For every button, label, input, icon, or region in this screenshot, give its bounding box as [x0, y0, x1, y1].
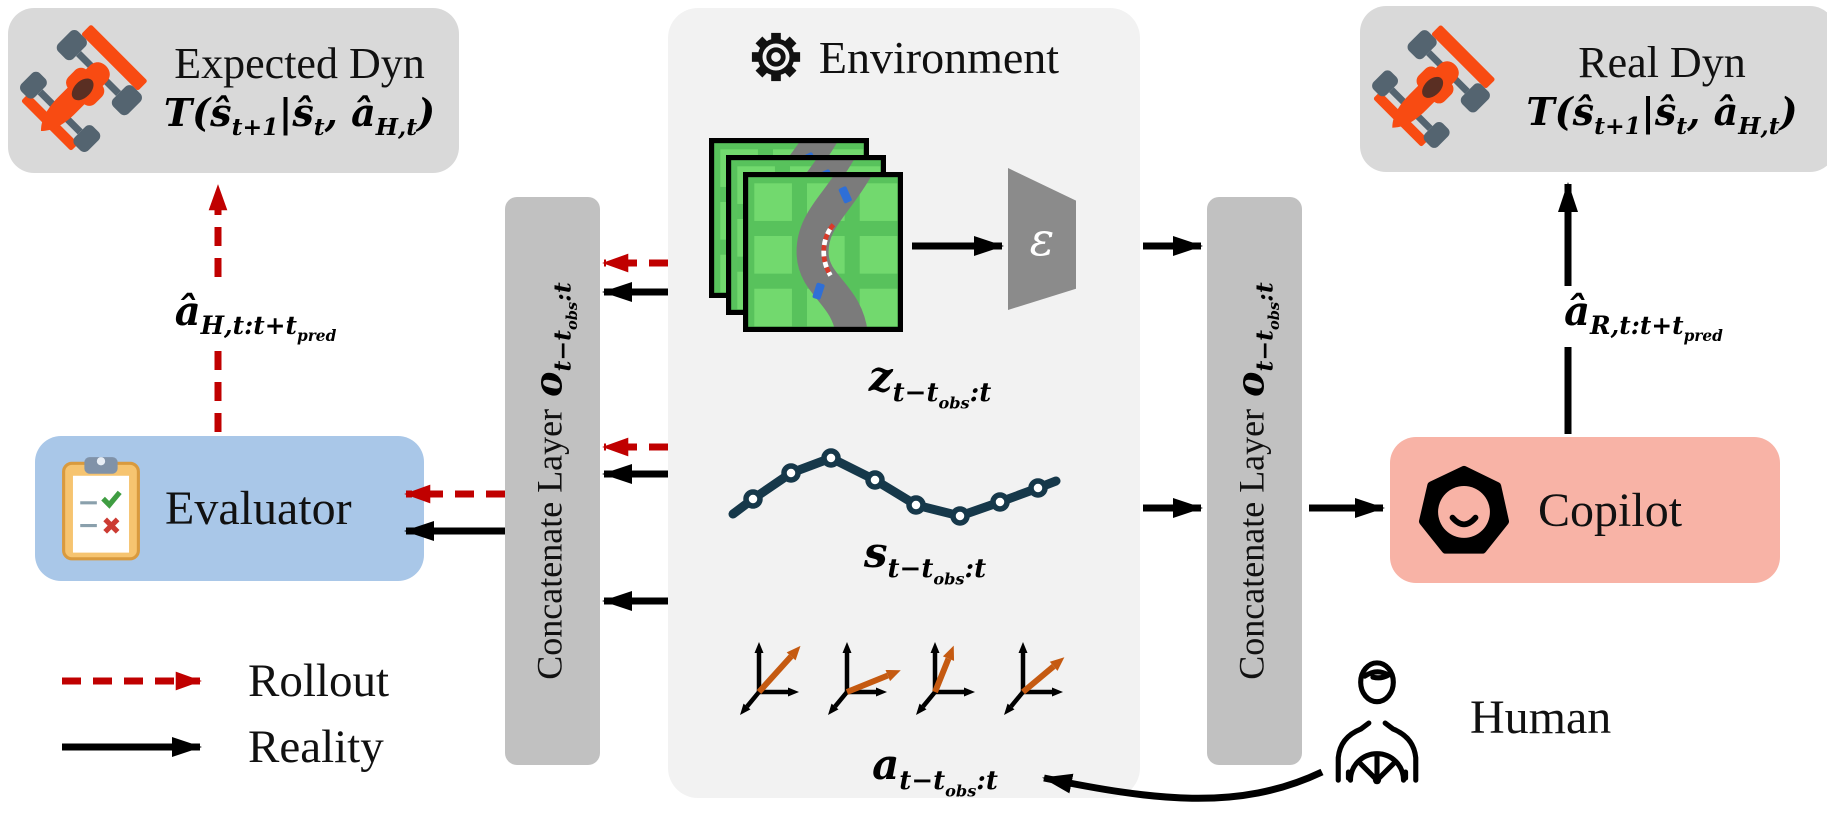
human-label: Human [1470, 691, 1612, 744]
action-axes-icon [740, 642, 801, 715]
real-dyn-box: Real Dyn T(ŝt+1|ŝt, âH,t) [1360, 6, 1827, 172]
evaluator-label: Evaluator [165, 482, 352, 535]
concat-layer-left-label: Concatenate Layerot−tobs:t [524, 282, 581, 680]
encoder-symbol: ε [1029, 212, 1055, 266]
real-dyn-title: Real Dyn [1578, 37, 1746, 87]
robot-face-icon [1418, 465, 1510, 554]
robot-action-label: âR,t:t+tpred [1476, 286, 1811, 348]
expected-dyn-box: Expected Dyn T(ŝt+1|ŝt, âH,t) [8, 8, 459, 173]
real-dyn-formula: T(ŝt+1|ŝt, âH,t) [1526, 88, 1798, 140]
state-trajectory [728, 448, 1061, 526]
action-axes-row [735, 622, 1077, 722]
copilot-box: Copilot [1390, 437, 1780, 583]
action-axes-icon [1004, 642, 1065, 715]
clipboard-icon [62, 456, 140, 560]
a-label: at−tobs:t [872, 740, 998, 801]
expected-dyn-formula: T(ŝt+1|ŝt, âH,t) [163, 90, 436, 142]
human-driver-icon [1335, 660, 1419, 785]
s-label: st−tobs:t [863, 528, 987, 589]
concat-layer-right-label: Concatenate Layerot−tobs:t [1226, 282, 1283, 680]
race-car-icon [1372, 25, 1495, 148]
reality-arrow-sample [62, 737, 202, 757]
race-car-icon [20, 24, 147, 152]
legend-rollout-row: Rollout [58, 652, 389, 710]
evaluator-box: Evaluator [35, 436, 424, 581]
z-label: zt−tobs:t [868, 352, 992, 413]
legend: Rollout Reality [58, 652, 389, 776]
map-observation-front [740, 172, 906, 332]
legend-rollout-label: Rollout [248, 655, 390, 707]
rollout-arrow-sample [62, 671, 202, 691]
gear-icon [751, 32, 801, 82]
legend-reality-row: Reality [58, 718, 389, 776]
expected-dyn-title: Expected Dyn [174, 39, 425, 89]
action-axes-icon [916, 642, 975, 715]
concat-layer-left: Concatenate Layerot−tobs:t [505, 197, 600, 765]
concat-layer-right: Concatenate Layerot−tobs:t [1207, 197, 1302, 765]
legend-reality-label: Reality [248, 721, 384, 773]
human-action-label: âH,t:t+tpred [108, 286, 403, 348]
action-axes-icon [828, 642, 901, 715]
copilot-label: Copilot [1538, 483, 1683, 537]
environment-title: Environment [818, 31, 1060, 83]
